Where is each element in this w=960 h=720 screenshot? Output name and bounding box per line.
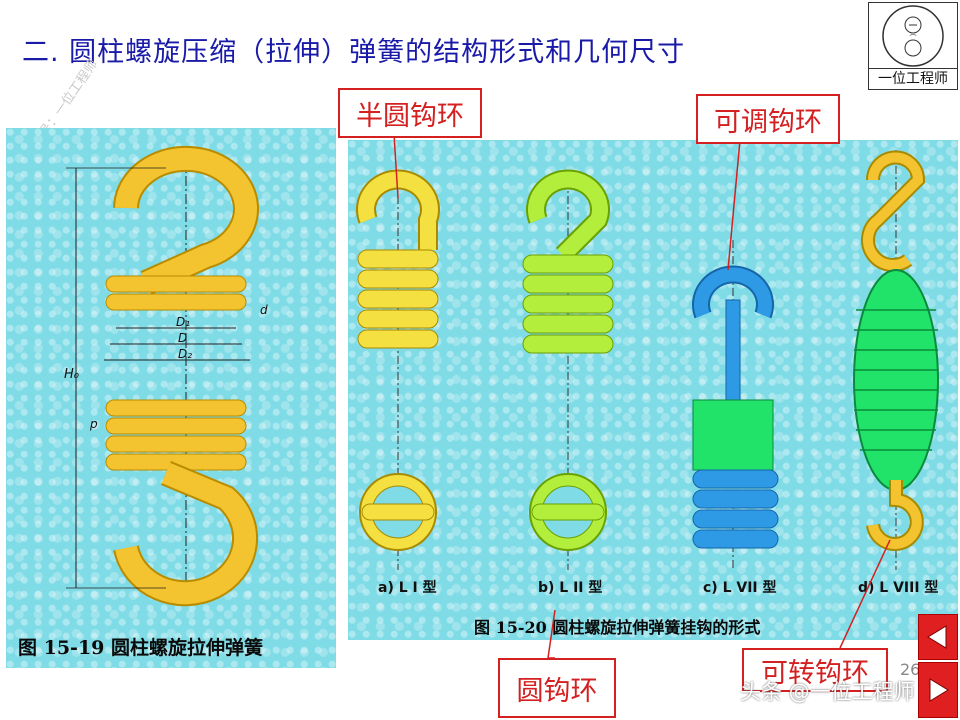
label-type-d: d) L VIII 型 bbox=[858, 579, 938, 596]
spring-type-c bbox=[692, 240, 779, 570]
spring-type-a bbox=[356, 169, 440, 570]
figure-right-caption: 图 15-20 圆柱螺旋拉伸弹簧挂钩的形式 bbox=[474, 618, 761, 637]
arrow-right-icon bbox=[929, 678, 949, 702]
logo-emblem-icon: ⌒ bbox=[882, 5, 944, 67]
dim-label-h0: H₀ bbox=[64, 367, 80, 382]
figure-left-panel: D₁ D D₂ H₀ p d 图 15-19 圆柱螺旋拉伸弹簧 bbox=[6, 128, 336, 668]
dim-label-d2: D₂ bbox=[178, 347, 192, 361]
next-slide-button[interactable] bbox=[918, 662, 958, 718]
brand-logo: ⌒ 一位工程师 bbox=[868, 2, 958, 90]
label-type-b: b) L II 型 bbox=[538, 579, 602, 596]
dim-label-d1: D₁ bbox=[176, 315, 190, 329]
svg-text:⌒: ⌒ bbox=[910, 34, 917, 42]
dim-label-wire: d bbox=[260, 303, 268, 317]
callout-adjustable-hook: 可调钩环 bbox=[696, 94, 840, 144]
spring-type-b bbox=[522, 169, 614, 570]
slide-title: 二. 圆柱螺旋压缩（拉伸）弹簧的结构形式和几何尺寸 bbox=[22, 37, 686, 68]
arrow-left-icon bbox=[927, 625, 947, 649]
label-type-a: a) L I 型 bbox=[378, 579, 437, 596]
callout-round-hook: 圆钩环 bbox=[498, 658, 616, 718]
figure-left-caption: 图 15-19 圆柱螺旋拉伸弹簧 bbox=[18, 637, 263, 659]
extension-spring-drawing: D₁ D D₂ H₀ p d bbox=[64, 145, 268, 608]
top-coils bbox=[105, 275, 247, 311]
logo-text: 一位工程师 bbox=[869, 68, 957, 89]
dim-label-pitch: p bbox=[89, 417, 98, 431]
callout-half-round-hook: 半圆钩环 bbox=[338, 88, 482, 138]
spring-type-d bbox=[853, 150, 939, 570]
dim-label-d: D bbox=[178, 331, 187, 345]
hook-types-drawing: a) L I 型 b) L II 型 c) L VII 型 d) L VIII … bbox=[356, 150, 939, 596]
prev-slide-button[interactable] bbox=[918, 614, 958, 660]
label-type-c: c) L VII 型 bbox=[703, 579, 777, 596]
callout-swivel-hook: 可转钩环 bbox=[742, 648, 888, 692]
footer-watermark: 头条 @一位工程师 bbox=[740, 680, 915, 704]
page-number: 26 bbox=[900, 660, 921, 679]
figure-right-panel: a) L I 型 b) L II 型 c) L VII 型 d) L VIII … bbox=[348, 140, 958, 640]
bottom-coils bbox=[105, 399, 247, 471]
